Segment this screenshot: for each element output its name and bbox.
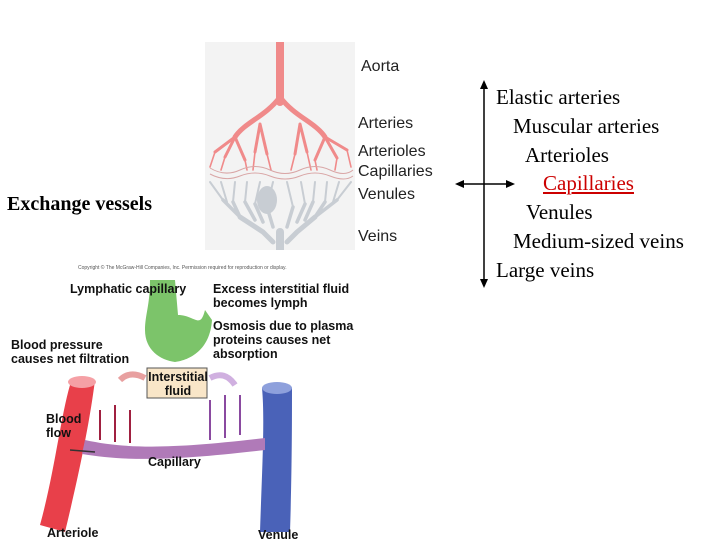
- arteriole-shape: [40, 380, 95, 532]
- label-lymphatic-capillary: Lymphatic capillary: [70, 282, 187, 296]
- blood-flow-arrow: [69, 449, 96, 453]
- tree-label-arteries: Arteries: [358, 115, 414, 132]
- arrow-left-icon: [455, 180, 464, 188]
- hierarchy-item-large-veins: Large veins: [496, 258, 595, 282]
- venule-shape: [260, 388, 292, 532]
- lymphatic-shape: [145, 280, 212, 362]
- label-excess-fluid: Excess interstitial fluid becomes lymph: [213, 282, 350, 310]
- label-blood-flow: Blood flow: [46, 412, 82, 440]
- vessel-tree-figure: [205, 38, 445, 254]
- vein-branches: [209, 181, 352, 254]
- arrow-up-icon: [480, 80, 488, 89]
- label-blood-pressure: Blood pressure causes net filtration: [11, 338, 130, 366]
- label-osmosis: Osmosis due to plasma proteins causes ne…: [213, 319, 354, 361]
- label-capillary: Capillary: [148, 455, 201, 469]
- hierarchy-item-muscular-arteries: Muscular arteries: [513, 114, 660, 138]
- capillary-bed: [209, 166, 354, 180]
- hierarchy-arrows: [455, 80, 515, 288]
- tree-label-venules: Venules: [358, 186, 415, 203]
- exchange-vessels-label: Exchange vessels: [7, 193, 152, 215]
- vessel-tree-drawing: [205, 38, 355, 254]
- absorption-arrows: [209, 395, 241, 440]
- artery-branches: [209, 38, 352, 171]
- arrow-down-icon: [480, 279, 488, 288]
- label-interstitial-fluid: Interstitial fluid: [148, 370, 208, 398]
- tree-label-veins: Veins: [358, 228, 398, 245]
- tree-label-aorta: Aorta: [361, 58, 400, 75]
- capillary-shape: [82, 438, 265, 459]
- label-venule: Venule: [258, 528, 299, 542]
- label-arteriole: Arteriole: [47, 526, 99, 540]
- hierarchy-item-capillaries: Capillaries: [543, 171, 634, 195]
- tree-label-capillaries: Capillaries: [358, 163, 433, 180]
- hierarchy-item-elastic-arteries: Elastic arteries: [496, 85, 621, 109]
- filtration-arrows: [99, 405, 131, 443]
- interstitial-box: [146, 367, 208, 399]
- hierarchy-item-medium-veins: Medium-sized veins: [513, 229, 684, 253]
- hierarchy-item-venules: Venules: [526, 200, 593, 224]
- hierarchy-item-arterioles: Arterioles: [525, 143, 609, 167]
- arrow-right-icon: [506, 180, 515, 188]
- capillary-exchange-drawing: [40, 280, 292, 532]
- tree-label-arterioles: Arterioles: [358, 143, 426, 160]
- copyright-note: Copyright © The McGraw-Hill Companies, I…: [78, 265, 287, 271]
